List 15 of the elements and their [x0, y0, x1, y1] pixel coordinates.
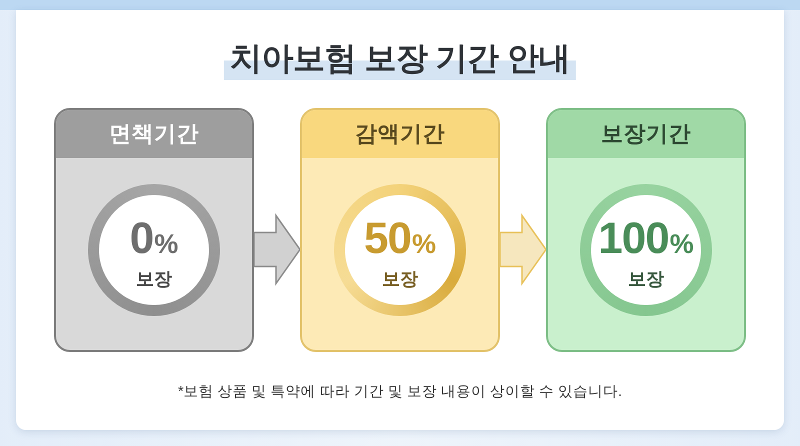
coverage-percent: 50% — [364, 216, 436, 264]
coverage-percent: 100% — [598, 216, 694, 264]
period-card — [54, 108, 254, 352]
footnote: *보험 상품 및 특약에 따라 기간 및 보장 내용이 상이할 수 있습니다. — [178, 383, 622, 402]
coverage-label: 보장 — [628, 268, 664, 290]
coverage-percent: 0% — [130, 216, 178, 264]
block-arrow — [499, 213, 547, 286]
period-heading: 감액기간 — [302, 110, 498, 158]
period-heading: 면책기간 — [56, 110, 252, 158]
block-arrow — [253, 213, 301, 286]
period-card — [300, 108, 500, 352]
period-heading: 보장기간 — [548, 110, 744, 158]
coverage-label: 보장 — [136, 268, 172, 290]
coverage-label: 보장 — [382, 268, 418, 290]
period-card — [546, 108, 746, 352]
